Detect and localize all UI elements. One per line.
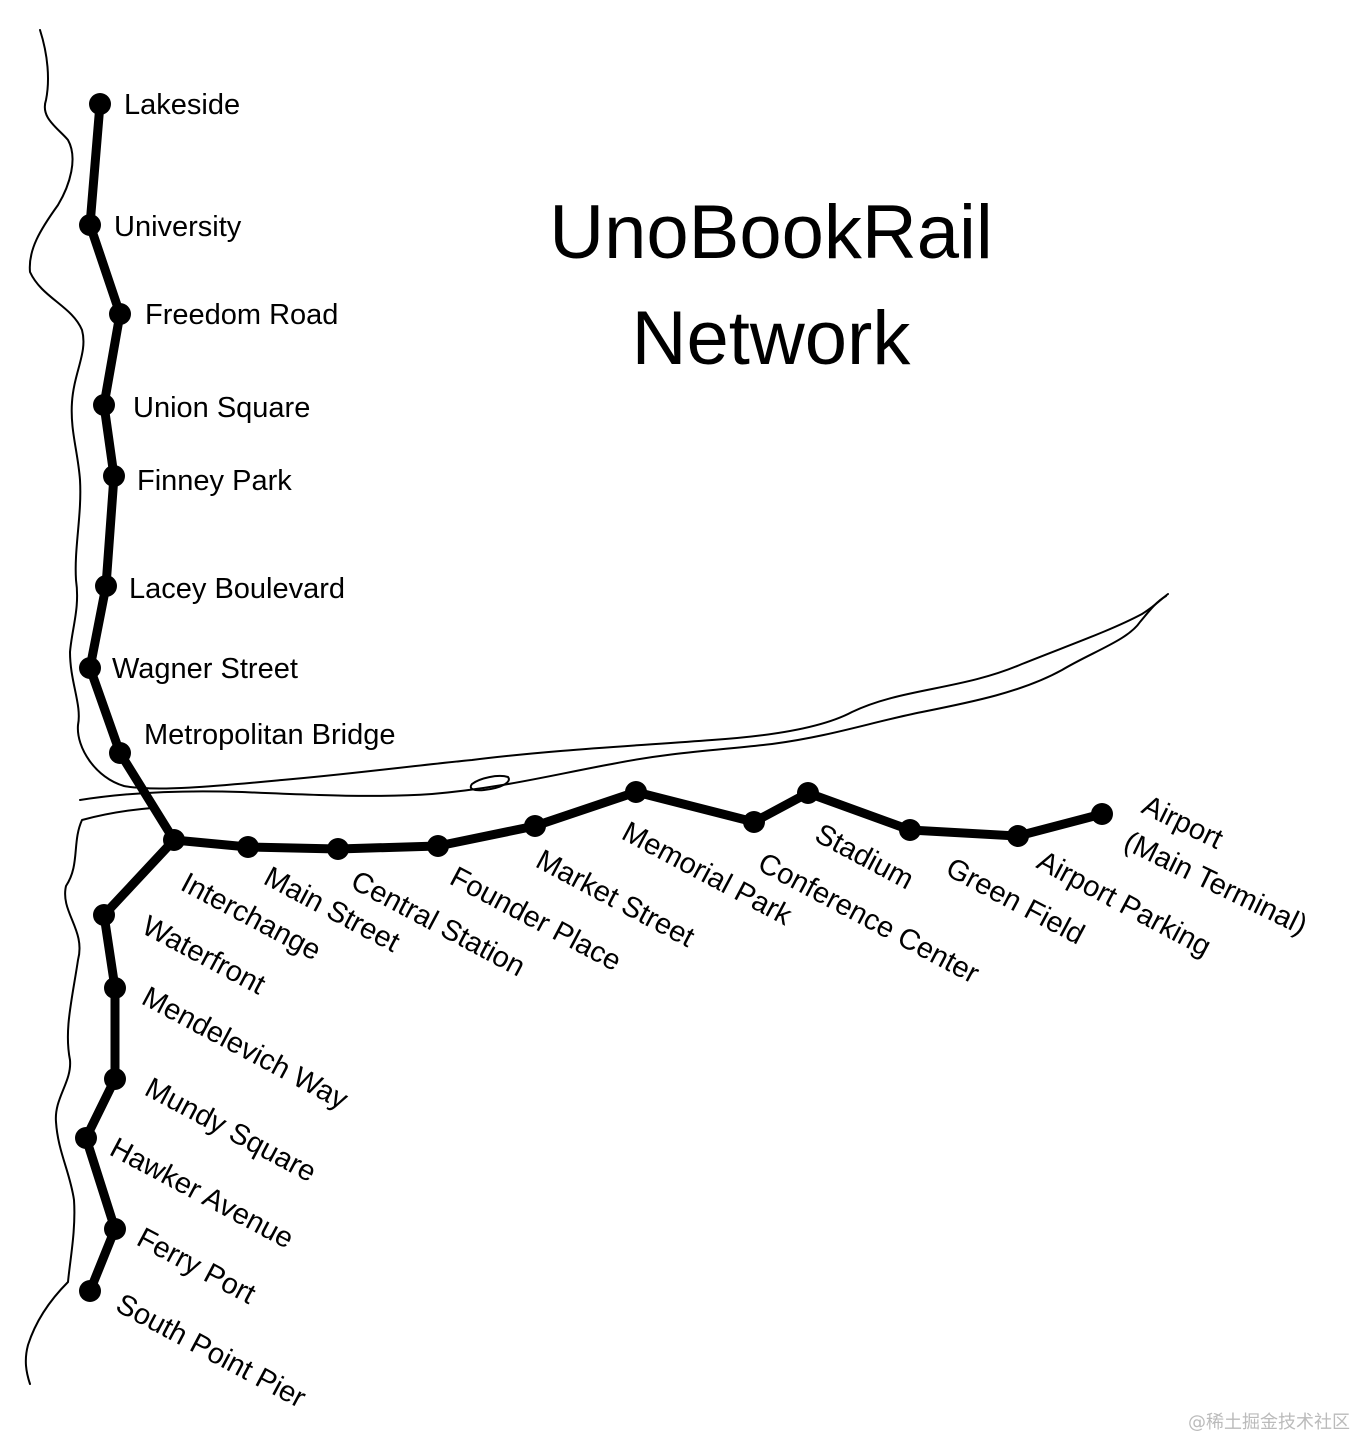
station-dot-union-square (93, 394, 115, 416)
station-dot-lakeside (89, 93, 111, 115)
station-dot-market-street (524, 815, 546, 837)
river-island (469, 774, 510, 792)
station-dot-stadium (797, 782, 819, 804)
north-river-bank (79, 595, 1167, 801)
station-label-lakeside: Lakeside (124, 89, 240, 121)
watermark-text: @稀土掘金技术社区 (1188, 1412, 1350, 1433)
station-dot-airport-parking (1007, 825, 1029, 847)
station-dot-university (79, 214, 101, 236)
station-dot-finney-park (103, 465, 125, 487)
west-shoreline-south (24, 807, 153, 1385)
station-dot-freedom-road (109, 303, 131, 325)
station-dot-wagner-street (79, 657, 101, 679)
station-dot-main-street (237, 836, 259, 858)
station-dot-green-field (899, 819, 921, 841)
station-dot-conference-center (743, 811, 765, 833)
station-label-union-square: Union Square (133, 392, 310, 424)
station-dot-lacey-boulevard (95, 575, 117, 597)
station-label-university: University (114, 211, 242, 243)
station-dot-south-point-pier (79, 1280, 101, 1302)
station-dot-group (75, 93, 1113, 1302)
station-dot-ferry-port (104, 1218, 126, 1240)
station-dot-metropolitan-bridge (109, 742, 131, 764)
station-dot-mendelevich-way (104, 977, 126, 999)
station-label-wagner-street: Wagner Street (112, 653, 298, 685)
shoreline-group (24, 29, 1169, 1385)
station-label-south-point-pier: South Point Pier (111, 1288, 311, 1415)
station-dot-central-station (327, 838, 349, 860)
station-dot-founder-place (427, 835, 449, 857)
map-title-line2: Network (632, 296, 912, 381)
station-dot-airport (1091, 803, 1113, 825)
west-shoreline-north (28, 29, 1169, 790)
station-dot-memorial-park (625, 781, 647, 803)
station-dot-mundy-square (104, 1068, 126, 1090)
station-label-metropolitan-bridge: Metropolitan Bridge (144, 719, 395, 751)
rail-track-group (81, 99, 1107, 1296)
station-label-finney-park: Finney Park (137, 465, 292, 497)
station-dot-interchange (163, 829, 185, 851)
station-label-ferry-port: Ferry Port (132, 1222, 261, 1311)
station-dot-waterfront (93, 904, 115, 926)
station-label-freedom-road: Freedom Road (145, 299, 338, 331)
station-dot-hawker-avenue (75, 1127, 97, 1149)
map-title-line1: UnoBookRail (549, 190, 993, 275)
station-label-lacey-boulevard: Lacey Boulevard (129, 573, 345, 605)
